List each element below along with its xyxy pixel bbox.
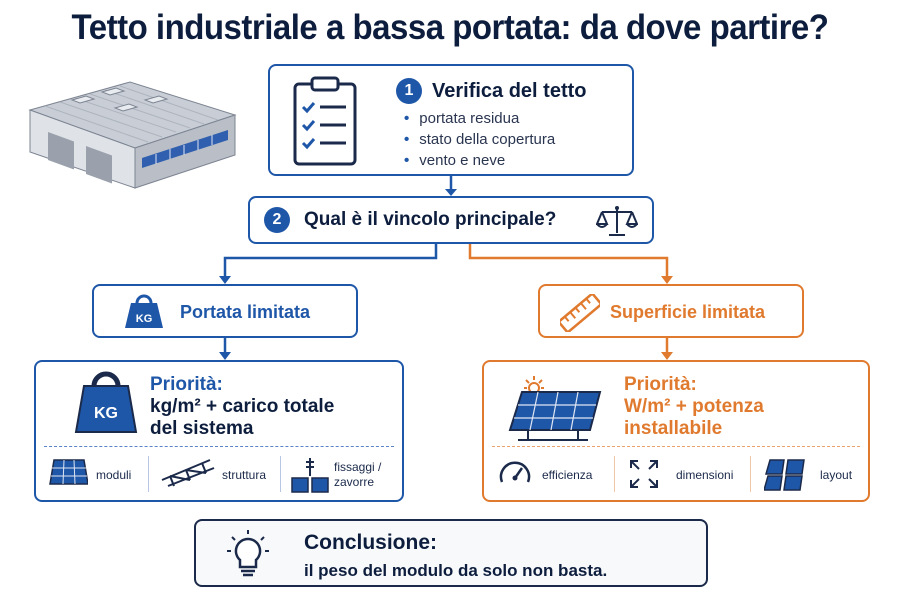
right-item-dimensioni: dimensioni — [676, 468, 734, 482]
step1-bullets: portata residua stato della copertura ve… — [404, 110, 555, 173]
left-priority-label: Priorità: — [150, 374, 223, 395]
right-priority-label: Priorità: — [624, 374, 697, 395]
right-item-efficienza: efficienza — [542, 468, 593, 482]
step2-box: 2 Qual è il vincolo principale? — [248, 196, 654, 244]
expand-arrows-icon — [630, 460, 658, 488]
gauge-icon — [499, 461, 531, 483]
divider — [750, 456, 751, 492]
anchor-ballast-icon — [291, 458, 329, 493]
step2-question: Qual è il vincolo principale? — [304, 209, 557, 230]
bullet-item: portata residua — [404, 110, 555, 131]
page-title: Tetto industriale a bassa portata: da do… — [71, 6, 829, 47]
truss-structure-icon — [161, 459, 215, 487]
divider — [280, 456, 281, 492]
step1-box: 1 Verifica del tetto portata residua sta… — [268, 64, 634, 176]
conclusion-heading: Conclusione: — [304, 531, 438, 554]
right-priority-line2: installabile — [624, 418, 723, 439]
step1-title: Verifica del tetto — [432, 79, 587, 102]
step2-number: 2 — [264, 207, 290, 233]
left-priority-line2: del sistema — [150, 418, 254, 439]
left-priority-box: KG Priorità: kg/m² + carico totale del s… — [34, 360, 404, 502]
conclusion-box: Conclusione: il peso del modulo da solo … — [194, 519, 708, 587]
left-item-fissaggi-line1: fissaggi / — [334, 460, 382, 474]
solar-panel-icon — [508, 391, 602, 441]
right-priority-box: Priorità: W/m² + potenza installabile ef… — [482, 360, 870, 502]
branch-superficie-limitata: Superficie limitata — [538, 284, 804, 338]
right-item-layout: layout — [820, 468, 853, 482]
weight-icon: KG — [74, 371, 138, 433]
divider — [492, 446, 860, 447]
weight-badge-text: KG — [136, 313, 153, 325]
branch-portata-limitata: KG Portata limitata — [92, 284, 358, 338]
scales-icon — [596, 206, 638, 236]
clipboard-checklist-icon — [293, 76, 357, 166]
lightbulb-icon — [227, 530, 269, 577]
bullet-item: stato della copertura — [404, 131, 555, 152]
branch-right-label: Superficie limitata — [610, 302, 766, 322]
left-item-fissaggi-line2: zavorre — [334, 475, 375, 489]
panels-layout-icon — [764, 459, 805, 491]
divider — [44, 446, 394, 447]
right-priority-line1: W/m² + potenza — [624, 396, 764, 417]
conclusion-text: il peso del modulo da solo non basta. — [304, 561, 608, 580]
left-item-struttura: struttura — [222, 468, 267, 482]
weight-badge-text: KG — [94, 405, 118, 422]
branch-left-label: Portata limitata — [180, 302, 311, 322]
solar-panel-icon — [49, 459, 88, 485]
left-priority-text: Priorità: kg/m² + carico totale del sist… — [150, 374, 334, 440]
right-priority-text: Priorità: W/m² + potenza installabile — [624, 374, 764, 440]
bullet-item: vento e neve — [404, 152, 555, 173]
divider — [614, 456, 615, 492]
weight-icon: KG — [125, 294, 163, 328]
divider — [148, 456, 149, 492]
ruler-icon — [560, 294, 600, 332]
left-item-moduli: moduli — [96, 468, 132, 482]
left-priority-line1: kg/m² + carico totale — [150, 396, 335, 417]
step1-number: 1 — [396, 78, 422, 104]
left-item-fissaggi: fissaggi / zavorre — [334, 460, 381, 490]
warehouse-icon — [28, 81, 237, 189]
